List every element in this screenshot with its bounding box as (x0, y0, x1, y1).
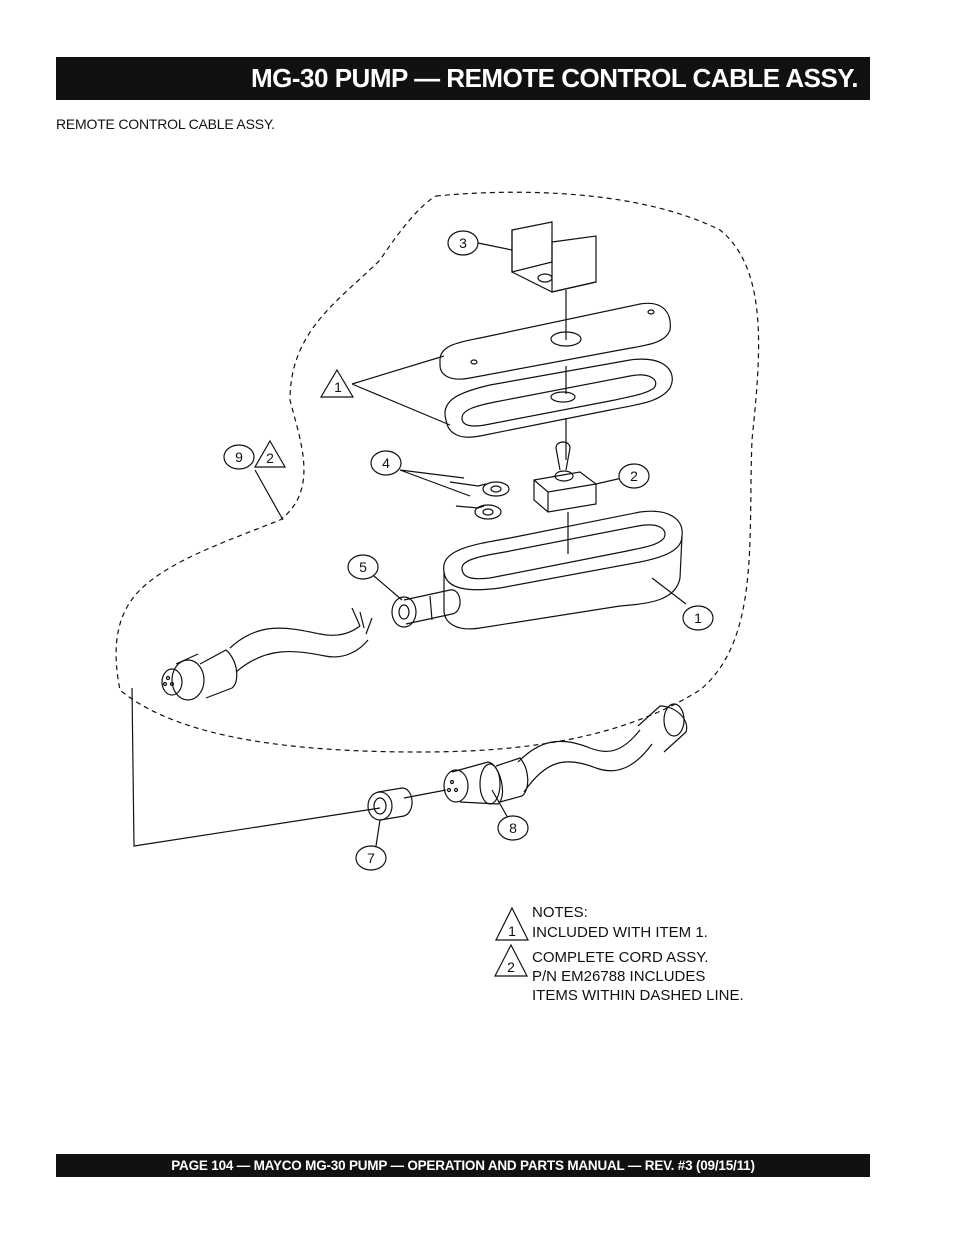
cable-part (161, 607, 373, 701)
ring-terminal-part (449, 481, 510, 520)
leader-item5 (373, 575, 403, 601)
bracket-part (511, 221, 597, 293)
plug-cable-part (443, 703, 688, 805)
callout-item4 (370, 450, 402, 476)
note-triangle-item1 (319, 368, 355, 398)
dashed-assembly-boundary (115, 191, 760, 753)
callout-label-4: 4 (382, 455, 390, 471)
page-title: MG-30 PUMP — REMOTE CONTROL CABLE ASSY. (56, 57, 870, 100)
leader-item8 (491, 789, 509, 819)
strain-relief-part (391, 589, 461, 628)
leader-item1-top (351, 355, 451, 426)
note2-marker: 2 (507, 959, 515, 975)
callout-item9 (223, 444, 255, 470)
callout-label-7: 7 (367, 850, 375, 866)
leader-item2 (595, 477, 623, 485)
note2-line3: ITEMS WITHIN DASHED LINE. (532, 987, 744, 1004)
callout-label-2: 2 (630, 468, 638, 484)
page-footer: PAGE 104 — MAYCO MG-30 PUMP — OPERATION … (56, 1154, 870, 1177)
callout-label-1-top: 1 (334, 379, 342, 395)
section-subtitle: REMOTE CONTROL CABLE ASSY. (56, 116, 275, 132)
callout-label-9: 9 (235, 449, 243, 465)
callout-label-1-body: 1 (694, 610, 702, 626)
note2-line2: P/N EM26788 INCLUDES (532, 968, 705, 985)
gasket-part (444, 358, 673, 438)
notes-heading: NOTES: (532, 904, 588, 921)
callout-label-8: 8 (509, 820, 517, 836)
callout-label-3: 3 (459, 235, 467, 251)
top-plate-part (439, 302, 671, 380)
leader-item1-body (651, 577, 687, 605)
note-triangle-item9 (253, 439, 287, 468)
leader-item9 (254, 469, 284, 521)
callout-item3 (447, 230, 479, 256)
callout-item7 (355, 845, 387, 871)
callout-item2 (618, 463, 650, 489)
connection-line (131, 687, 447, 847)
note-triangle-1 (495, 906, 529, 941)
callout-item1-body (682, 605, 714, 631)
note1-marker: 1 (508, 923, 516, 939)
leader-item3 (477, 242, 513, 251)
callout-item8 (497, 815, 529, 841)
housing-part (443, 510, 683, 630)
leader-item4 (399, 469, 471, 497)
leader-item7 (375, 819, 381, 847)
note1-text: INCLUDED WITH ITEM 1. (532, 924, 708, 941)
bushing-part (367, 787, 413, 821)
center-axis (565, 290, 569, 554)
callout-label-9-note: 2 (266, 450, 274, 466)
note2-line1: COMPLETE CORD ASSY. (532, 949, 708, 966)
callout-label-5: 5 (359, 559, 367, 575)
toggle-switch-part (533, 441, 597, 513)
callout-item5 (347, 554, 379, 580)
note-triangle-2 (494, 943, 528, 977)
